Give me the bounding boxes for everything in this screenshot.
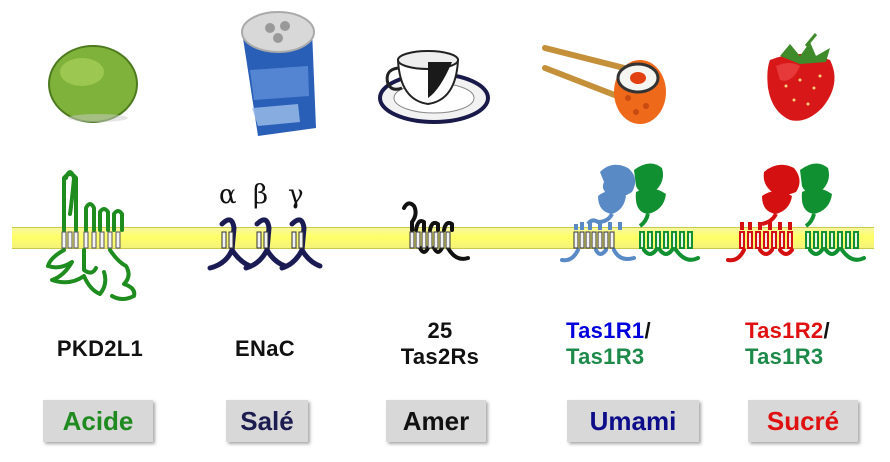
pkd2l1-receptor (46, 170, 137, 301)
receptor-name-tas1r3-umami: Tas1R3 (566, 344, 645, 369)
receptor-name-tas1r3-sweet: Tas1R3 (745, 344, 824, 369)
lime-icon (48, 45, 138, 123)
receptor-name-tas1r1-tas1r3: Tas1R1/ Tas1R3 (566, 318, 706, 370)
receptor-separator: / (644, 318, 651, 343)
taste-label-amer: Amer (386, 400, 486, 442)
taste-label-umami: Umami (567, 400, 699, 442)
taste-label-acide: Acide (43, 400, 153, 442)
receptor-name-tas1r1: Tas1R1 (566, 318, 645, 343)
pkd2l1-helices (61, 231, 121, 249)
tas1r3-sweet-helices (805, 231, 859, 249)
taste-label-sale: Salé (226, 400, 308, 442)
tas1r3-sweet-receptor (800, 163, 866, 262)
strawberry-icon (767, 33, 835, 121)
receptor-name-tas1r2-tas1r3: Tas1R2/ Tas1R3 (745, 318, 885, 370)
receptor-name-pkd2l1: PKD2L1 (56, 336, 144, 361)
tas1r2-helices (739, 231, 793, 249)
tas1r1-receptor (560, 164, 636, 263)
tas1r3-umami-helices (639, 231, 693, 249)
coffee-cup-icon (378, 50, 490, 124)
taste-label-sucre: Sucré (748, 400, 858, 442)
receptor-name-tas2rs: 25 Tas2Rs (380, 318, 500, 370)
receptor-name-enac: ENaC (235, 336, 295, 361)
enac-subunit-beta: β (253, 180, 269, 210)
salt-shaker-icon (241, 11, 316, 136)
tas1r1-helices (573, 231, 615, 249)
receptor-family: Tas2Rs (400, 344, 480, 369)
receptor-count: 25 (427, 318, 453, 343)
tas1r3-umami-receptor (634, 163, 700, 262)
receptor-name-tas1r2: Tas1R2 (745, 318, 824, 343)
enac-subunit-alpha: α (219, 180, 237, 210)
receptor-separator: / (823, 318, 830, 343)
tas2r-receptor (402, 201, 470, 261)
enac-helices (221, 231, 304, 249)
sushi-icon (542, 45, 666, 124)
tas2r-helices (409, 231, 451, 249)
tas1r2-receptor (726, 164, 800, 263)
enac-subunit-gamma: γ (288, 180, 304, 210)
